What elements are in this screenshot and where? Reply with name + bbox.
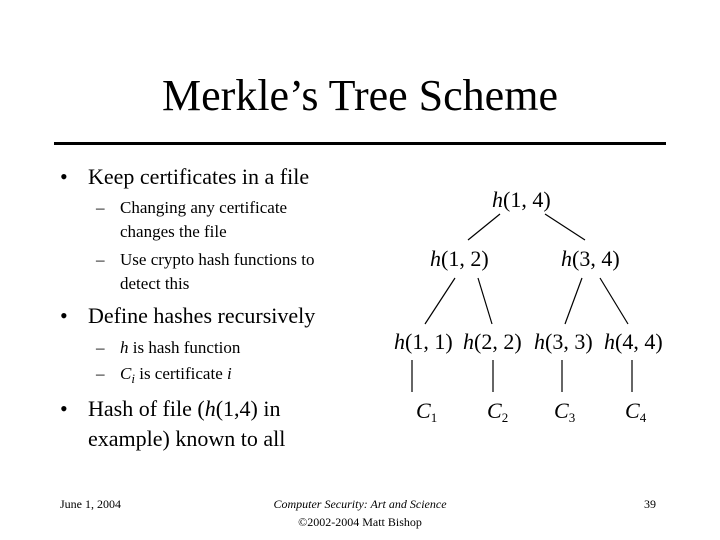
tree-node-h11: h(1, 1) — [394, 329, 453, 354]
tree-node-h34: h(3, 4) — [561, 246, 620, 271]
bullet-icon: • — [60, 164, 68, 189]
tree-leaf-c1: C1 — [416, 398, 438, 425]
bullet-icon: • — [60, 303, 68, 328]
tree-node-h22: h(2, 2) — [463, 329, 522, 354]
bullet-keep-certificates: •Keep certificates in a file — [60, 164, 310, 189]
sub-bullet-crypto-cont: detect this — [120, 274, 190, 293]
tree-node-h12: h(1, 2) — [430, 246, 489, 271]
tree-root-h14: h(1, 4) — [492, 187, 551, 212]
edge-34-44 — [599, 277, 629, 325]
tree-leaf-c3: C3 — [554, 398, 576, 425]
tree-leaf-c2: C2 — [487, 398, 509, 425]
bullet-hash-of-file-cont: example) known to all — [88, 426, 286, 451]
sub-bullet-h: –h is hash function — [96, 336, 240, 360]
bullet-hash-of-file: •Hash of file (h(1,4) in — [60, 396, 281, 421]
edge-12-11 — [424, 277, 456, 325]
edge-root-right — [544, 213, 586, 241]
sub-bullet-crypto: –Use crypto hash functions to — [96, 248, 315, 272]
tree-node-h33: h(3, 3) — [534, 329, 593, 354]
edge-34-33 — [564, 277, 583, 325]
title-divider — [54, 142, 666, 145]
bullet-define-hashes: •Define hashes recursively — [60, 303, 316, 328]
footer-page-number: 39 — [644, 497, 656, 511]
tree-node-h44: h(4, 4) — [604, 329, 663, 354]
bullet-icon: • — [60, 396, 68, 421]
tree-leaf-c4: C4 — [625, 398, 647, 425]
footer-date: June 1, 2004 — [60, 497, 121, 511]
edge-root-left — [467, 213, 501, 241]
dash-icon: – — [96, 338, 105, 357]
slide-title: Merkle’s Tree Scheme — [162, 71, 558, 120]
edge-12-22 — [477, 277, 493, 325]
sub-bullet-c: –Ci is certificate i — [96, 364, 232, 386]
dash-icon: – — [96, 250, 105, 269]
sub-bullet-changing-cont: changes the file — [120, 222, 227, 241]
footer-copyright: ©2002-2004 Matt Bishop — [298, 515, 422, 529]
sub-bullet-changing: –Changing any certificate — [96, 196, 287, 220]
footer-book-title: Computer Security: Art and Science — [273, 497, 447, 511]
dash-icon: – — [96, 198, 105, 217]
dash-icon: – — [96, 364, 105, 383]
